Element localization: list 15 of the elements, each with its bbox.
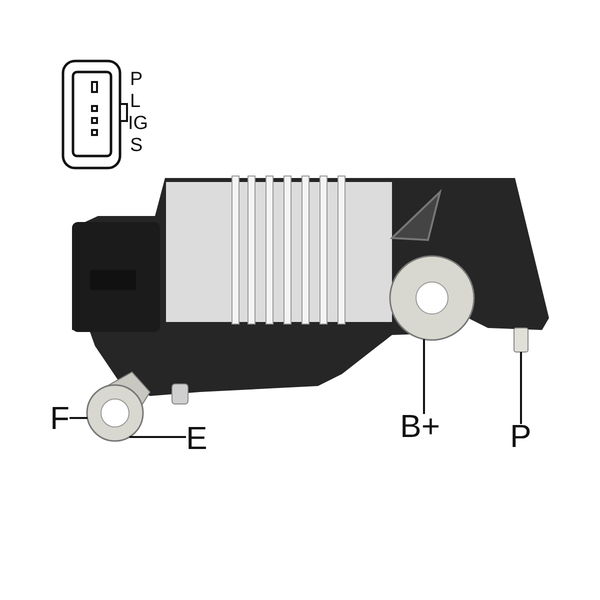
pin-label: S — [130, 136, 143, 156]
leader-line — [70, 417, 88, 419]
leader-line — [423, 339, 425, 414]
callout-label: E — [186, 422, 208, 454]
ring-terminal — [86, 371, 151, 442]
terminal-tab — [514, 328, 528, 352]
leader-line — [520, 352, 522, 424]
battery-terminal — [389, 255, 475, 341]
pin-label: IG — [128, 114, 148, 134]
pin-label: P — [130, 70, 143, 90]
callout-label: P — [510, 420, 532, 452]
callout-label: F — [50, 402, 70, 434]
pin-label: L — [130, 92, 141, 112]
callout-label: B+ — [400, 410, 440, 442]
leader-line — [129, 436, 186, 438]
